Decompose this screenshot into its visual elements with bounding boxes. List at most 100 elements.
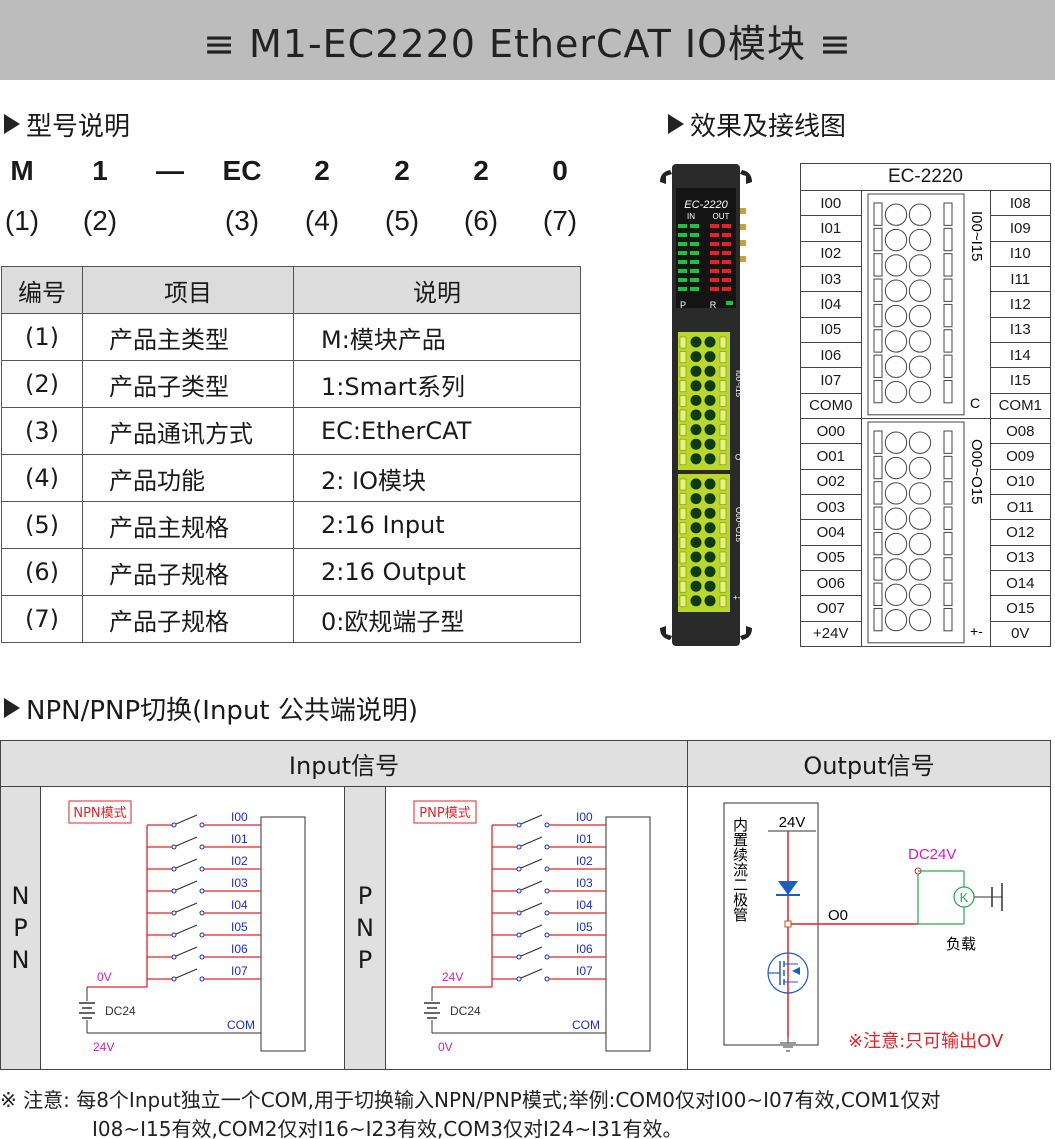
switch-contact [199,954,205,960]
switch-contact [516,888,522,894]
terminal-hole [704,409,716,421]
pin-label-right: I15 [989,367,1051,394]
code-index: (7) [542,205,578,236]
terminal-hole [908,279,931,302]
switch-contact [544,888,550,894]
switch-contact [516,976,522,982]
pin-label-right: COM1 [989,392,1051,420]
top-voltage-label: 24V [442,970,463,984]
led [710,287,719,291]
terminal-hole [908,431,931,454]
terminal-hole [704,595,716,607]
terminal-lever [943,455,952,480]
terminal-lever [943,582,952,606]
terminal-hole [704,580,716,592]
wiring-table-header: EC-2220 [800,163,1051,191]
code-index: (6) [463,205,499,236]
led [710,278,719,282]
pin-label: I04 [231,898,248,912]
terminal-hole [908,456,931,480]
pin-label: I06 [576,942,593,956]
terminal-hole [884,279,907,302]
terminal-lever [719,365,727,378]
pin-label-left: O06 [800,569,862,597]
terminal-hole [908,507,931,530]
pin-label: I03 [576,876,593,890]
pin-label-left: I06 [800,341,862,369]
pin-label-left: +24V [800,620,862,648]
side-in-label: I00~I15 [734,370,743,397]
terminal-hole [704,493,716,505]
wiring-row: +24V 0V [800,620,1051,648]
out-k-label: K [960,890,969,905]
terminal-hole [908,380,931,404]
pin-label-right: 0V [989,620,1051,648]
led [690,224,699,228]
switch-contact [171,866,177,872]
led [710,260,719,264]
side-in-c: C [735,453,741,462]
pin-label-right: O13 [989,544,1051,571]
pin-label: I05 [231,920,248,934]
terminal-lever [719,336,727,349]
led [678,278,687,282]
led [710,251,719,255]
led [710,233,719,237]
led-out-label: OUT [713,212,730,221]
terminal-lever [943,481,952,505]
terminal-lever [679,478,687,491]
switch-contact [171,932,177,938]
led [690,278,699,282]
terminal-hole [704,351,716,363]
row-number: (5) [1,501,83,549]
terminal-lever [873,278,882,302]
switch-contact [516,910,522,916]
led [690,260,699,264]
bottom-voltage-label: 0V [438,1040,453,1054]
terminal-hole [704,566,716,578]
pin-label-left: O02 [800,468,862,495]
led-in-label: IN [687,212,695,221]
terminal-hole [704,478,716,490]
terminal-lever [873,253,882,277]
pin-label-right: I12 [989,291,1051,318]
diode-label: 内置续流二极管 [731,817,749,922]
side-letter: N [356,914,374,942]
switch-contact [544,910,550,916]
pin-label-left: I07 [800,367,862,394]
side-out-pm: +- [733,593,741,602]
pin-label: I01 [576,832,593,846]
terminal-lever [943,607,952,632]
terminal-lever [873,531,882,556]
switch-contact [516,844,522,850]
terminal-hole [704,336,716,348]
code-index: (2) [82,205,118,236]
row-number: (1) [1,313,83,361]
terminal-hole [884,304,907,328]
footnote-line-1: ※ 注意: 每8个Input独立一个COM,用于切换输入NPN/PNP模式;举例… [0,1088,941,1112]
terminal-lever [943,531,952,556]
terminal-range-label: O00~O15 [968,439,985,504]
terminal-hole [884,380,907,404]
row-desc: EC:EtherCAT [293,407,581,455]
led [678,269,687,273]
model-code-row: M 1 — EC 2 2 2 0 [0,155,590,195]
terminal-lever [679,507,687,520]
led [722,224,731,228]
switch-contact [544,932,550,938]
terminal-lever [679,537,687,549]
terminal-lever [719,493,727,505]
code-char: M [10,155,34,186]
row-item: 产品功能 [82,454,294,502]
led [722,233,731,237]
